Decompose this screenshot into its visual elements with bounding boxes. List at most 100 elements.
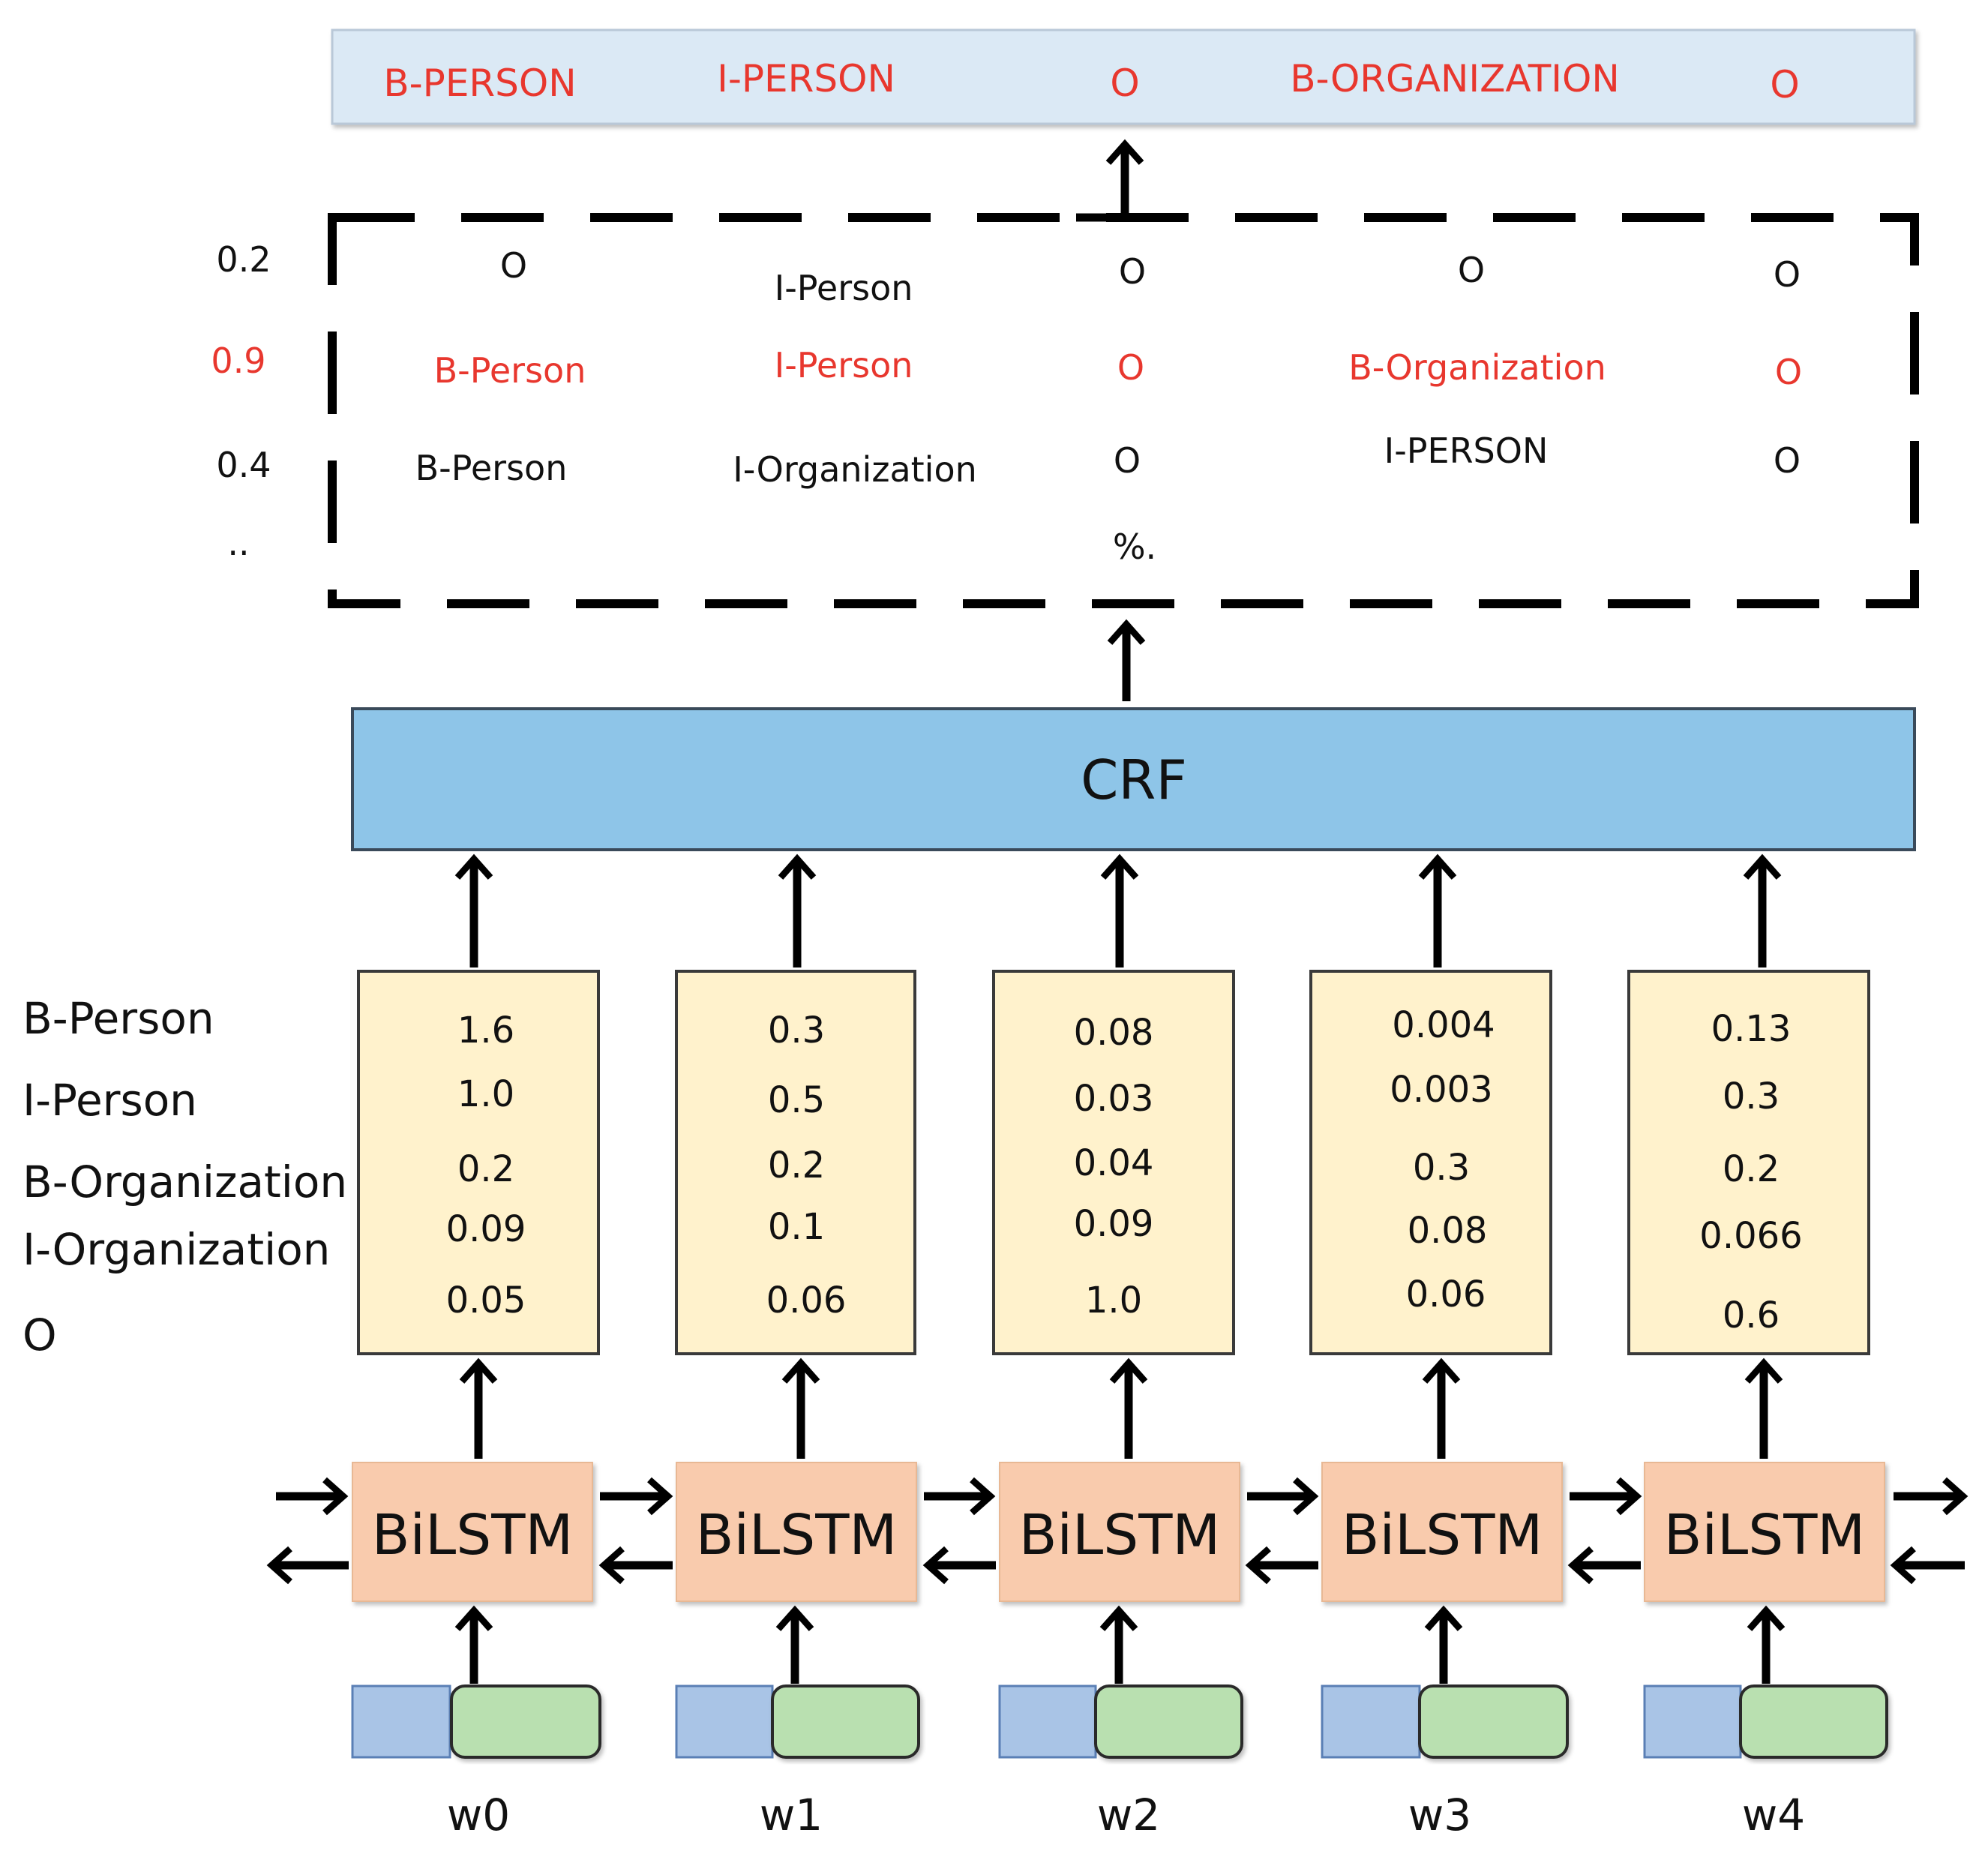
bilstm-cell-0: BiLSTM [352,1462,593,1602]
char-embedding-2 [998,1684,1097,1759]
arrow-decode-to-output [1076,139,1144,222]
emission-score: 0.004 [1392,1004,1495,1046]
candidate-r2-c1: I-Organization [733,449,977,490]
candidate-r1-c3: B-Organization [1348,347,1606,388]
bilstm-label: BiLSTM [1664,1503,1866,1568]
word-embedding-1 [771,1684,920,1759]
bilstm-label: BiLSTM [696,1503,898,1568]
output-bar-box [331,28,1916,125]
emission-score: 0.1 [768,1206,825,1248]
candidate-r2-c2: O [1114,440,1141,481]
candidate-r1-c2: O [1117,347,1144,388]
emission-score: 0.2 [1723,1148,1780,1190]
bilstm-cell-2: BiLSTM [999,1462,1240,1602]
tag-name-2: B-Organization [22,1156,347,1208]
word-embedding-0 [450,1684,601,1759]
emission-score: 0.06 [766,1280,847,1322]
tag-name-labels: B-Person I-Person B-Organization I-Organ… [22,993,347,1360]
candidate-r2-c4: O [1774,440,1801,481]
candidate-score-1: 0.9 [211,340,265,381]
word-embedding-2 [1094,1684,1243,1759]
emission-score: 1.6 [457,1010,514,1052]
crf-label: CRF [1081,748,1187,812]
emission-column-2: 0.08 0.03 0.04 0.09 1.0 [992,970,1235,1355]
candidate-score-2: 0.4 [216,445,271,485]
emission-score: 0.08 [1074,1012,1154,1054]
emission-column-4: 0.13 0.3 0.2 0.066 0.6 [1627,970,1870,1355]
emission-box-3 [1309,970,1552,1355]
bilstm-box-2 [999,1462,1240,1602]
candidate-r1-c1: I-Person [775,345,913,386]
tag-name-1: I-Person [22,1075,197,1126]
emission-score: 0.003 [1390,1069,1492,1111]
emission-score: 0.3 [768,1010,825,1052]
embedding-3 [1321,1684,1569,1759]
tag-name-4: O [22,1310,57,1360]
emission-score: 0.2 [768,1144,825,1186]
emission-score: 0.2 [457,1148,514,1190]
emission-score: 0.5 [768,1079,825,1121]
emission-column-3: 0.004 0.003 0.3 0.08 0.06 [1309,970,1552,1355]
output-label-1: I-PERSON [717,57,895,100]
candidate-ellipsis: %. [1113,526,1156,567]
bilstm-cell-1: BiLSTM [676,1462,917,1602]
embedding-2 [998,1684,1243,1759]
char-embedding-4 [1643,1684,1742,1759]
emission-score: 0.09 [446,1208,526,1250]
bilstm-label: BiLSTM [372,1503,574,1568]
emission-score: 0.05 [446,1280,526,1322]
char-embedding-3 [1321,1684,1421,1759]
bilstm-box-4 [1644,1462,1885,1602]
candidate-score-3: .. [227,523,249,563]
embedding-4 [1643,1684,1888,1759]
emission-score: 0.06 [1406,1274,1486,1316]
candidate-r2-c3: I-PERSON [1384,430,1549,471]
emission-column-0: 1.6 1.0 0.2 0.09 0.05 [357,970,600,1355]
output-label-0: B-PERSON [383,62,576,105]
bilstm-box-0 [352,1462,593,1602]
candidate-r1-c0: B-Person [434,350,586,391]
emission-box-1 [675,970,916,1355]
output-label-3: B-ORGANIZATION [1290,57,1620,100]
bilstm-label: BiLSTM [1019,1503,1221,1568]
emission-box-0 [357,970,600,1355]
emission-score: 0.09 [1074,1203,1154,1245]
tag-name-0: B-Person [22,993,214,1044]
output-label-4: O [1770,63,1799,106]
emission-score: 0.04 [1074,1142,1154,1184]
candidate-r1-c4: O [1775,352,1802,392]
emission-score: 1.0 [457,1073,514,1115]
emission-score: 0.08 [1408,1210,1488,1252]
word-label-2: w2 [1097,1790,1160,1840]
word-label-4: w4 [1742,1790,1805,1840]
candidate-r2-c0: B-Person [415,448,568,488]
word-label-3: w3 [1408,1790,1471,1840]
word-embedding-4 [1739,1684,1888,1759]
emission-score: 0.13 [1711,1008,1792,1050]
candidate-r0-c2: O [1119,251,1146,292]
bilstm-cell-4: BiLSTM [1644,1462,1885,1602]
candidate-sequences-box: 0.2 0.9 0.4 .. O I-Person O O O B-Person… [211,213,1919,608]
crf-box [351,707,1916,851]
candidate-score-0: 0.2 [216,239,271,280]
candidate-r0-c1: I-Person [775,268,913,308]
output-label-2: O [1110,62,1139,105]
emission-score: 0.3 [1413,1147,1470,1189]
emission-score: 1.0 [1085,1280,1142,1322]
output-label-bar: B-PERSON I-PERSON O B-ORGANIZATION O [331,28,1916,125]
bilstm-box-3 [1321,1462,1563,1602]
emission-score: 0.066 [1699,1215,1802,1257]
word-label-1: w1 [760,1790,823,1840]
emission-score: 0.3 [1723,1076,1780,1118]
embedding-1 [675,1684,920,1759]
emission-box-4 [1627,970,1870,1355]
candidate-r0-c4: O [1774,254,1801,295]
word-embedding-3 [1418,1684,1569,1759]
emission-score: 0.03 [1074,1078,1154,1120]
tag-name-3: I-Organization [22,1224,330,1275]
crf-layer: CRF [351,707,1916,851]
word-label-0: w0 [447,1790,510,1840]
word-labels: w0 w1 w2 w3 w4 [447,1790,1805,1840]
bidirectional-arrows [266,1477,1969,1585]
